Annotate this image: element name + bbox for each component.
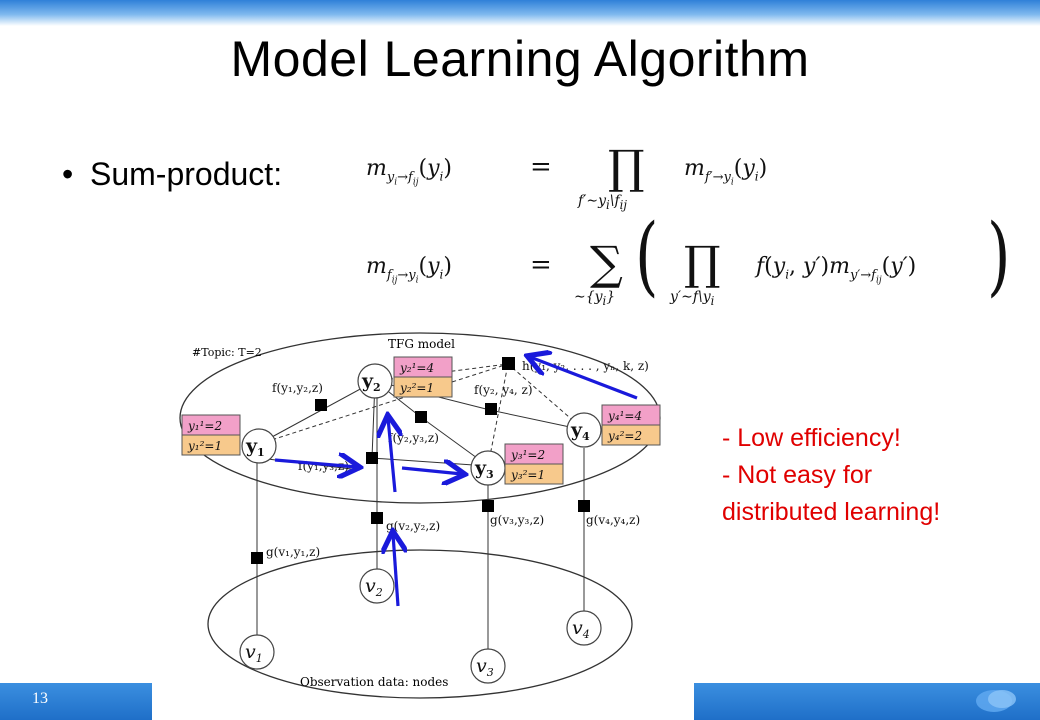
note-line-2: - Not easy for	[722, 461, 873, 489]
message-arrow-3	[401, 468, 462, 474]
formula-1-equals: =	[530, 152, 552, 182]
observation-label: Observation data: nodes	[300, 675, 448, 689]
formula-2-under-sum: ∼{yi}	[574, 289, 616, 308]
note-line-1: - Low efficiency!	[722, 424, 901, 452]
message-arrow-5	[530, 357, 638, 400]
formula-2-rhs: f(yi, y′)my′→fij(y′)	[756, 254, 917, 286]
formula-2-product: ∏	[684, 236, 721, 290]
table-y2-text2: y₂²=1	[399, 381, 434, 395]
formula-2-sum: ∑	[590, 236, 623, 290]
obs-node-v2-label: v2	[365, 575, 383, 599]
table-y1-text2: y₁²=1	[187, 439, 222, 453]
formula-2-lhs: mfij→yi(yi)	[366, 254, 452, 286]
observation-ellipse	[207, 549, 633, 699]
factor-h-label: h(y₁, y₂, . . . , yₙ, k, z)	[522, 359, 649, 373]
table-y4-text1: y₄¹=4	[607, 409, 642, 423]
formula-1-under: f′∼yi\fij	[578, 193, 627, 212]
formula-2-equals: =	[530, 250, 552, 280]
factor-f23	[415, 411, 427, 423]
table-y3-text2: y₃²=1	[510, 468, 545, 482]
obs-node-v2	[359, 568, 395, 604]
obs-node-v4	[566, 610, 602, 646]
message-arrow-1	[274, 460, 357, 467]
formula-1-lhs: myi→fij(yi)	[366, 156, 452, 188]
note-line-3: distributed learning!	[722, 498, 941, 526]
table-y4-text2: y₄²=2	[607, 429, 642, 443]
formula-2-left-paren: (	[635, 206, 659, 306]
topic-label: #Topic: T=2	[192, 346, 262, 359]
factor-g2	[371, 512, 383, 524]
factor-g3	[482, 500, 494, 512]
obs-node-v1	[239, 634, 275, 670]
table-y1-row2	[181, 434, 241, 456]
message-arrow-4	[393, 534, 398, 607]
latent-node-y1	[241, 428, 277, 464]
latent-node-y2-label: y2	[361, 370, 381, 394]
obs-node-v3-label: v3	[476, 655, 494, 679]
factor-f13	[366, 452, 378, 464]
formula-1-product: ∏	[608, 140, 645, 194]
table-y3-text1: y₃¹=2	[510, 448, 545, 462]
factor-g3-label: g(v₃,y₃,z)	[490, 513, 544, 527]
latent-node-y3-label: y3	[474, 457, 494, 481]
formula-1-rhs: mf′→yi(yi)	[684, 156, 768, 188]
table-y1-text1: y₁¹=2	[187, 419, 222, 433]
factor-f12-label: f(y₁,y₂,z)	[272, 381, 323, 395]
page-number: 13	[32, 690, 48, 707]
latent-node-y4	[566, 412, 602, 448]
formula-2-under-product: y′∼f\yi	[670, 289, 715, 308]
bullet-text: Sum-product:	[90, 156, 283, 192]
red-notes: - Low efficiency! - Not easy for distrib…	[722, 420, 940, 531]
latent-node-y4-label: y4	[570, 419, 590, 443]
obs-node-v4-label: v4	[572, 617, 590, 641]
footer-logo-icon	[976, 690, 1016, 712]
factor-f23-label: f(y₂,y₃,z)	[388, 431, 439, 445]
formula-2-right-paren: )	[987, 206, 1011, 306]
factor-f24	[485, 403, 497, 415]
table-y2-row2	[393, 376, 453, 398]
latent-node-y2	[357, 363, 393, 399]
factor-f24-label: f(y₂, y₄, z)	[474, 383, 533, 397]
bullet-dot-icon: •	[62, 156, 74, 192]
slide-title: Model Learning Algorithm	[230, 31, 810, 87]
tfg-model-label: TFG model	[388, 337, 455, 351]
bullet-sum-product: • Sum-product:	[62, 156, 282, 193]
factor-f12	[315, 399, 327, 411]
table-y2-text1: y₂¹=4	[399, 361, 434, 375]
top-gradient-band	[0, 0, 1040, 26]
factor-g4	[578, 500, 590, 512]
factor-g1	[251, 552, 263, 564]
obs-node-v1-label: v1	[245, 641, 263, 665]
bottom-bar-left	[0, 683, 152, 720]
factor-h	[502, 357, 515, 370]
message-arrow-2	[388, 418, 395, 493]
factor-g2-label: g(v₂,y₂,z)	[386, 519, 440, 533]
factor-g4-label: g(v₄,y₄,z)	[586, 513, 640, 527]
latent-node-y1-label: y1	[245, 435, 265, 459]
factor-g1-label: g(v₁,y₁,z)	[266, 545, 320, 559]
table-y4-row2	[601, 424, 661, 446]
obs-node-v3	[470, 648, 506, 684]
table-y3-row2	[504, 463, 564, 485]
